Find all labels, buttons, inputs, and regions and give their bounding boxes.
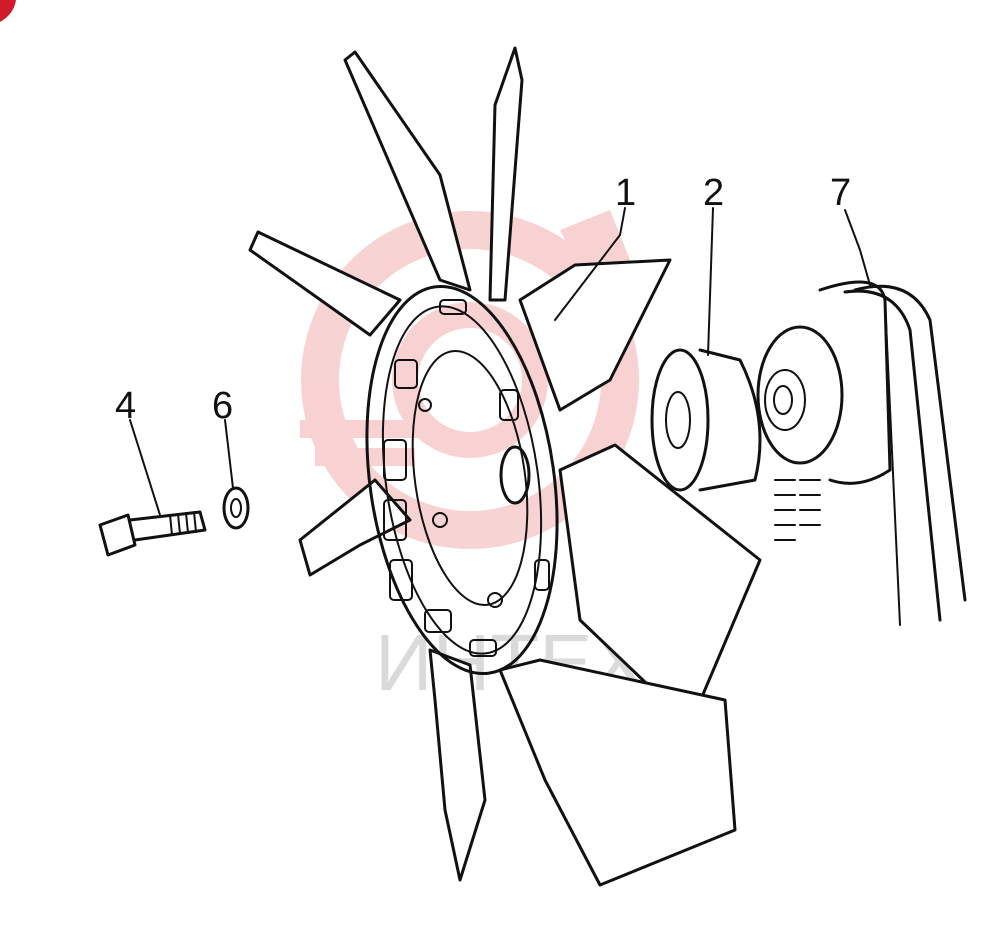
callout-4: 4 [115,385,136,427]
fan-hub [365,284,559,676]
fan-clutch [650,348,762,492]
callout-6: 6 [212,385,233,427]
leader-lines [129,207,871,516]
pulley [756,280,967,626]
watermark-logo-icon [300,210,639,549]
corner-mark-icon [0,0,16,22]
bolt [98,510,207,557]
callout-7: 7 [830,172,851,214]
washer [222,486,250,530]
fan-blades [248,46,762,887]
callout-1: 1 [615,172,636,214]
belt-teeth [774,479,821,541]
callout-2: 2 [703,172,724,214]
